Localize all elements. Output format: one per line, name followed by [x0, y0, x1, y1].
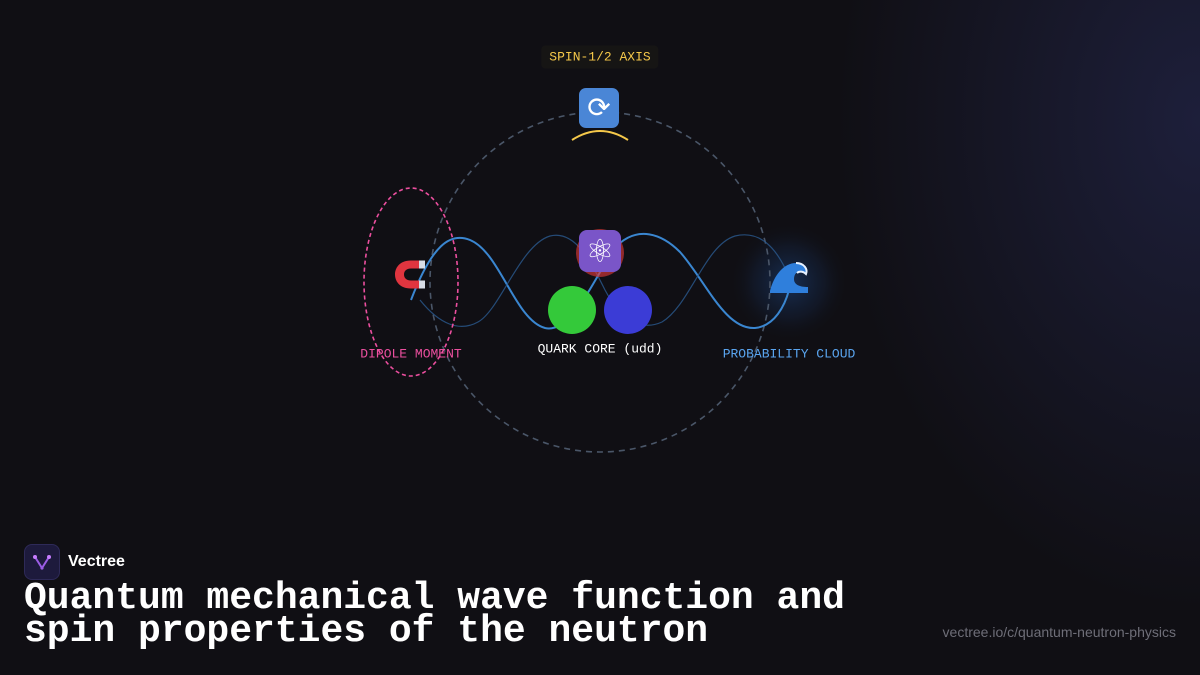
source-url[interactable]: vectree.io/c/quantum-neutron-physics	[942, 624, 1176, 640]
quark-core-label: QUARK CORE (udd)	[537, 341, 663, 357]
rotating-arrows-icon: ⟳	[579, 88, 619, 128]
title-line-2: spin properties of the neutron	[24, 610, 709, 653]
atom-icon: ⚛	[579, 230, 621, 272]
title-line-1: Quantum mechanical wave function and	[24, 577, 845, 620]
brand-name: Vectree	[68, 553, 125, 570]
orbit-ring	[429, 111, 771, 453]
spin-axis-label: SPIN-1/2 AXIS	[541, 45, 659, 69]
wave-icon	[766, 257, 812, 303]
dipole-moment-label: DIPOLE MOMENT	[360, 346, 462, 362]
probability-cloud-label: PROBABILITY CLOUD	[722, 346, 856, 362]
page-title: Quantum mechanical wave function and spi…	[24, 577, 884, 653]
vectree-logo-icon	[24, 544, 60, 580]
quark-down-green	[548, 286, 596, 334]
spin-arc	[571, 130, 629, 141]
dipole-boundary	[363, 187, 459, 377]
brand: Vectree	[24, 544, 125, 580]
quark-down-blue	[604, 286, 652, 334]
wave-function-secondary	[419, 234, 786, 327]
magnet-icon	[389, 253, 433, 304]
